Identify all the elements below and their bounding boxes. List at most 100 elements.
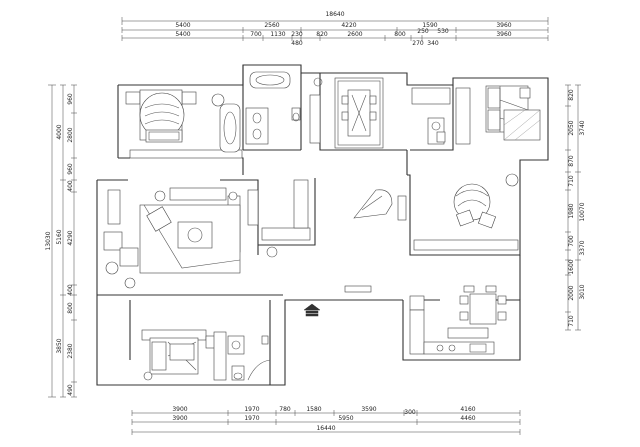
walls bbox=[96, 64, 549, 386]
armchair-2 bbox=[103, 231, 123, 251]
armchair-1 bbox=[146, 206, 172, 232]
dim-right-inner-ticks bbox=[565, 84, 571, 331]
entrance bbox=[303, 303, 321, 317]
dim-left-overall: 13030 bbox=[45, 231, 52, 250]
dim-right-inner-2: 870 bbox=[568, 155, 575, 167]
vanity-bottom bbox=[227, 335, 245, 355]
dim-right-inner-9: 710 bbox=[568, 315, 575, 327]
living-room bbox=[103, 179, 311, 289]
armchair-3 bbox=[119, 247, 139, 267]
dim-bottom-row1-ticks bbox=[131, 410, 521, 416]
study-chair-2 bbox=[477, 211, 497, 229]
dim-right-inner-1: 2050 bbox=[568, 120, 575, 135]
dim-top-row1-4: 3960 bbox=[496, 22, 511, 29]
bedroom-top-right bbox=[411, 85, 541, 145]
dim-bottom-row1-5: 300 bbox=[404, 409, 416, 416]
dim-top-row1-2: 4220 bbox=[341, 22, 356, 29]
lounge-chair bbox=[219, 103, 241, 153]
dim-top-row2-ticks bbox=[121, 35, 549, 41]
piano-bench bbox=[397, 195, 407, 221]
fridge bbox=[409, 295, 425, 311]
dim-top-row2-8: 530 bbox=[437, 28, 449, 35]
dim-right-inner-6: 700 bbox=[568, 235, 575, 247]
dim-left-inner-5: 400 bbox=[67, 284, 74, 296]
dim-left-inner-4: 4290 bbox=[67, 230, 74, 245]
dim-top-row3-2: 340 bbox=[427, 40, 439, 47]
dim-top-row1-ticks bbox=[121, 27, 549, 33]
dim-left-inner-6: 800 bbox=[67, 302, 74, 314]
dim-top-row2-7: 250 bbox=[417, 28, 429, 35]
display-shelf bbox=[293, 179, 309, 229]
wardrobe bbox=[129, 149, 243, 159]
dim-top-row2-3: 230 bbox=[291, 31, 303, 38]
right-dimensions: 3740 10070 3010 820 2050 870 710 1980 33… bbox=[565, 84, 586, 331]
dim-top-row1-3: 1590 bbox=[422, 22, 437, 29]
dresser-top-right bbox=[455, 87, 471, 145]
dim-right-outer-2: 3010 bbox=[579, 284, 586, 299]
display-cabinet bbox=[261, 227, 311, 241]
bedroom-top-left bbox=[125, 89, 243, 159]
dim-top-row3-0: 480 bbox=[291, 40, 303, 47]
dim-top-row3-1: 270 bbox=[412, 40, 424, 47]
partition-cabinet bbox=[247, 189, 259, 226]
study-room bbox=[413, 173, 519, 251]
dim-top-row1-0: 5400 bbox=[175, 22, 190, 29]
dim-bottom-row2-ticks bbox=[131, 419, 521, 425]
dim-left-inner-8: 490 bbox=[67, 384, 74, 396]
dim-bottom-overall: 16440 bbox=[316, 425, 335, 432]
bathtub bbox=[249, 71, 291, 89]
dim-left-inner-ticks bbox=[71, 84, 77, 398]
dim-right-outer-1: 10070 bbox=[579, 202, 586, 221]
dim-bottom-row2-3: 4460 bbox=[460, 415, 475, 422]
dim-left-outer-1: 5160 bbox=[56, 229, 63, 244]
bedroom-rug bbox=[145, 129, 183, 143]
sofa-back bbox=[169, 187, 227, 201]
dim-top-row2-4: 820 bbox=[316, 31, 328, 38]
wardrobe-bottom bbox=[213, 331, 227, 381]
kitchen bbox=[409, 285, 507, 355]
study-bookshelf bbox=[413, 239, 519, 251]
entrance-arrow-icon bbox=[303, 303, 321, 311]
dim-left-inner-7: 2380 bbox=[67, 343, 74, 358]
dim-bottom-row1-4: 3590 bbox=[361, 406, 376, 413]
dim-bottom-row1-1: 1970 bbox=[244, 406, 259, 413]
dim-bottom-row1-3: 1580 bbox=[306, 406, 321, 413]
dim-top-row2-5: 2600 bbox=[347, 31, 362, 38]
study-lamp bbox=[505, 173, 519, 187]
dim-bottom-row1-2: 780 bbox=[279, 406, 291, 413]
dim-bottom-row2-2: 5950 bbox=[338, 415, 353, 422]
dim-bottom-row2-0: 3900 bbox=[172, 415, 187, 422]
bedside-table-right bbox=[181, 91, 197, 105]
dim-left-outer-2: 3850 bbox=[56, 338, 63, 353]
tea-table bbox=[105, 261, 119, 275]
sliding-door-center bbox=[344, 285, 372, 293]
dim-right-inner-3: 710 bbox=[568, 175, 575, 187]
side-table-living bbox=[154, 190, 166, 202]
dim-left-inner-0: 960 bbox=[67, 93, 74, 105]
coffee-table bbox=[177, 221, 213, 249]
dim-right-inner-5: 3370 bbox=[579, 240, 586, 255]
grand-piano bbox=[353, 189, 393, 219]
sideboard bbox=[309, 94, 321, 144]
shower-door bbox=[247, 359, 271, 381]
bathroom-top bbox=[245, 71, 301, 145]
dim-top-overall: 18640 bbox=[325, 11, 344, 18]
plant-living bbox=[124, 277, 136, 289]
dim-top-row1-1: 2560 bbox=[264, 22, 279, 29]
closet-top-right bbox=[411, 87, 451, 105]
dim-left-inner-2: 960 bbox=[67, 163, 74, 175]
nightstand-top-right bbox=[519, 87, 531, 99]
bedside-table-left bbox=[125, 91, 141, 105]
dim-right-inner-7: 1600 bbox=[568, 259, 575, 274]
bedroom-bottom-left bbox=[141, 329, 227, 381]
dim-left-outer-0: 4000 bbox=[56, 124, 63, 139]
dim-left-inner-3: 400 bbox=[67, 180, 74, 192]
top-dimensions: 18640 5400 2560 4220 1590 3960 bbox=[121, 11, 549, 47]
lamp-living bbox=[228, 191, 238, 201]
dinette-table bbox=[469, 293, 497, 325]
bottom-rug bbox=[169, 343, 195, 361]
bottom-dimensions: 3900 1970 780 1580 3590 300 4160 3900 19… bbox=[131, 406, 521, 435]
left-dimensions: 13030 4000 5160 3850 960 2800 960 400 42… bbox=[45, 84, 77, 398]
